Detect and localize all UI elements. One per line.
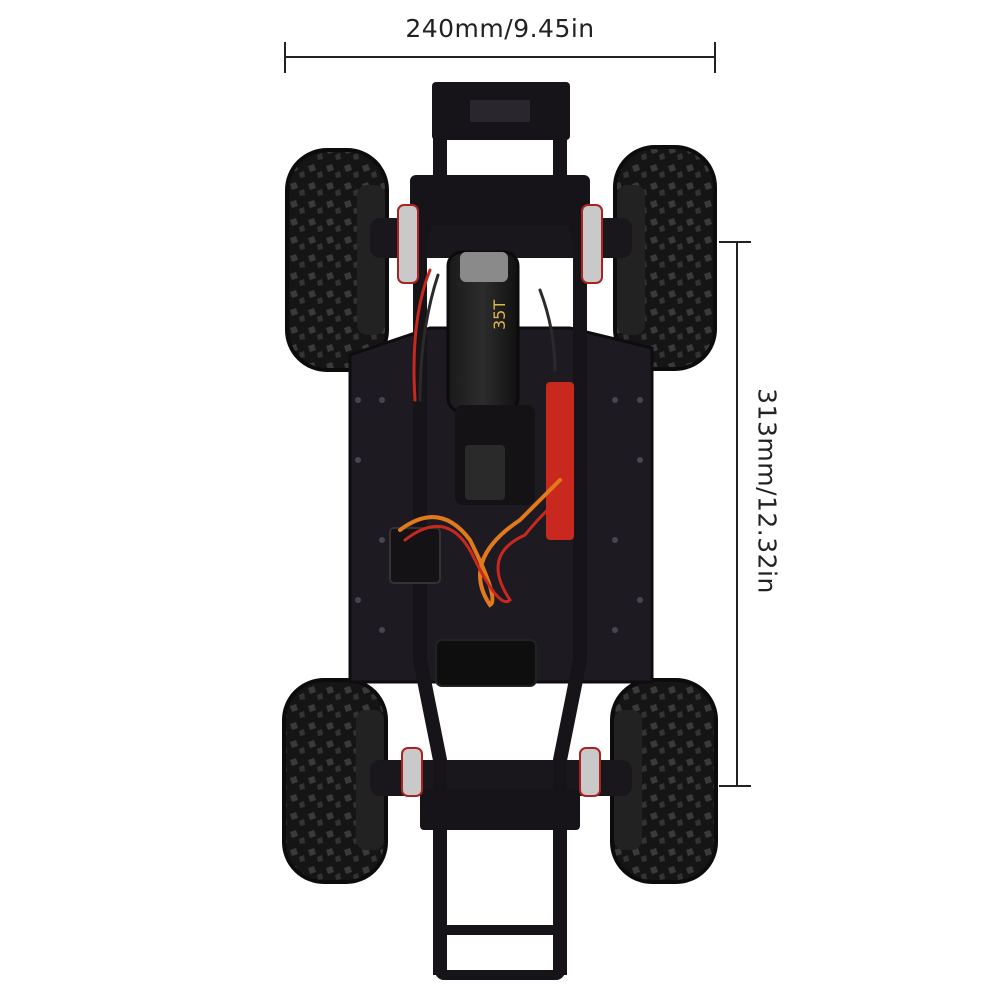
length-dimension-label: 313mm/12.32in [752, 388, 782, 594]
width-dimension-line [284, 42, 716, 73]
wiring [398, 268, 567, 608]
tire-rear-right [610, 678, 718, 884]
transmission [455, 405, 535, 505]
front-axle [370, 218, 632, 258]
tire-front-right [613, 145, 717, 371]
motor: 35T [446, 250, 520, 414]
tire-front-left [285, 148, 389, 372]
rear-shocks [401, 747, 601, 797]
front-shocks [397, 204, 603, 284]
front-bumper-mount [410, 82, 590, 225]
servo [389, 527, 441, 584]
width-dimension-label: 240mm/9.45in [0, 14, 1000, 43]
width-dimension-text: 240mm/9.45in [405, 14, 595, 43]
steering-link [546, 382, 574, 540]
motor-label: 35T [490, 300, 509, 330]
length-dimension-line [719, 241, 751, 787]
rear-frame [420, 790, 580, 980]
tire-rear-left [282, 678, 388, 884]
battery-strap [435, 639, 537, 687]
